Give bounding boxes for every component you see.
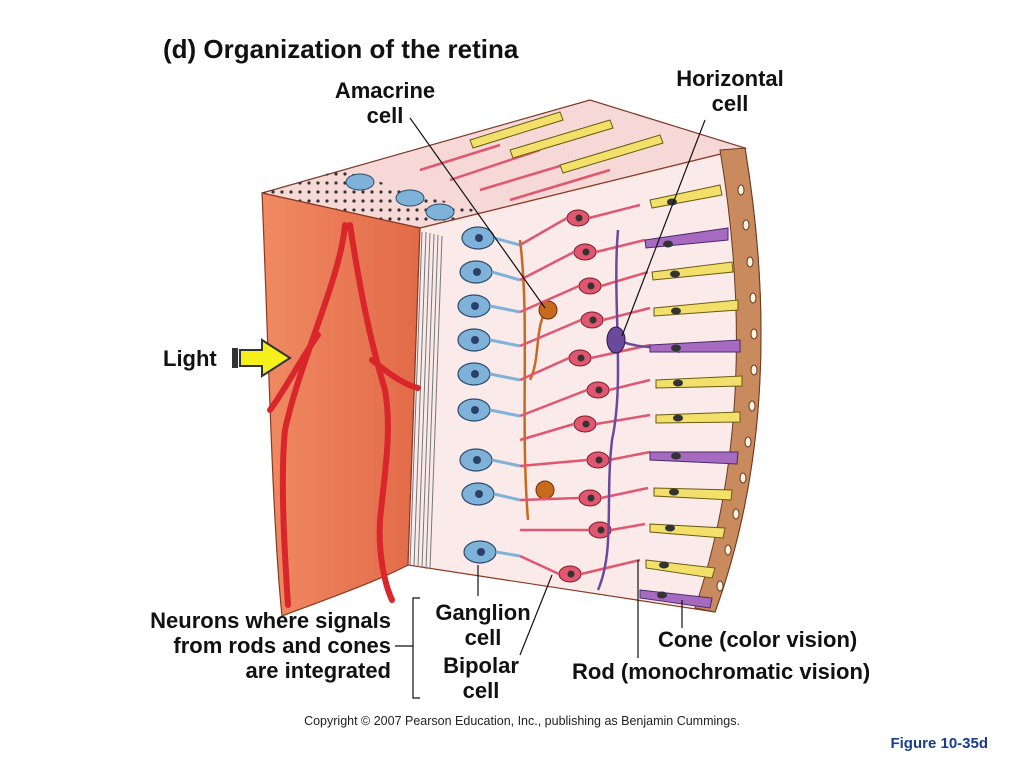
label-ganglion: Ganglion cell (435, 600, 531, 650)
horizontal-cell-body (606, 326, 626, 354)
label-bipolar: Bipolar cell (443, 653, 519, 703)
top-face-photoreceptors (469, 111, 664, 174)
label-neurons: Neurons where signals from rods and cone… (150, 608, 391, 683)
top-face-processes (419, 143, 611, 202)
bipolar-cells (519, 203, 651, 583)
label-amacrine: Amacrine cell (334, 78, 436, 128)
figure-title: (d) Organization of the retina (163, 34, 519, 64)
light-arrow (232, 338, 292, 378)
label-light: Light (163, 346, 217, 371)
blood-vessels (267, 222, 421, 608)
label-rod: Rod (monochromatic vision) (572, 659, 871, 684)
ganglion-cells (457, 226, 521, 564)
figure-number: Figure 10-35d (890, 735, 988, 752)
label-cone: Cone (color vision) (658, 627, 858, 652)
copyright-notice: Copyright © 2007 Pearson Education, Inc.… (304, 714, 740, 728)
top-face-cells (345, 173, 455, 221)
photoreceptor-nuclei (657, 198, 683, 599)
leader-lines (395, 117, 706, 699)
nerve-fiber-layer (409, 231, 443, 570)
label-horizontal: Horizontal cell (676, 66, 784, 116)
pigment-cells (716, 184, 758, 592)
